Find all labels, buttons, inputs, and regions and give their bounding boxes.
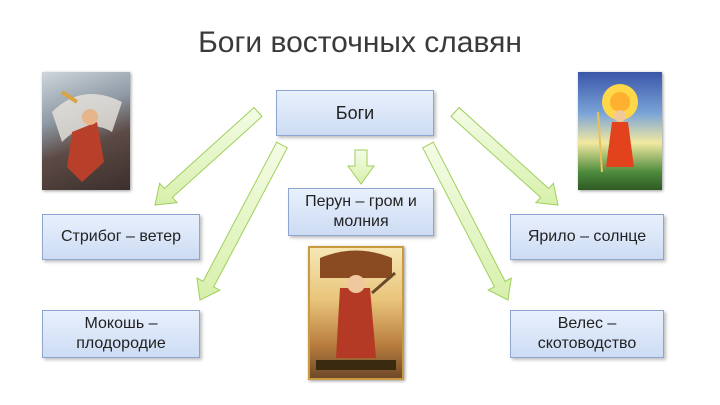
- page-title: Боги восточных славян: [198, 26, 522, 59]
- perun-illustration: [308, 246, 404, 380]
- yarilo-illustration: [578, 72, 662, 190]
- god-box-veles: Велес – скотоводство: [510, 310, 664, 358]
- stribog-illustration: [42, 72, 130, 190]
- arrow-to-yarilo: [450, 106, 559, 206]
- god-box-yarilo: Ярило – солнце: [510, 214, 664, 260]
- gods-root-box: Боги: [276, 90, 434, 136]
- god-box-mokosh: Мокошь – плодородие: [42, 310, 200, 358]
- arrow-to-perun: [347, 149, 375, 185]
- god-box-stribog: Стрибог – ветер: [42, 214, 200, 260]
- arrow-to-veles: [422, 141, 512, 301]
- arrow-to-mokosh: [196, 141, 288, 301]
- god-box-perun: Перун – гром и молния: [288, 188, 434, 236]
- arrow-to-stribog: [154, 106, 263, 206]
